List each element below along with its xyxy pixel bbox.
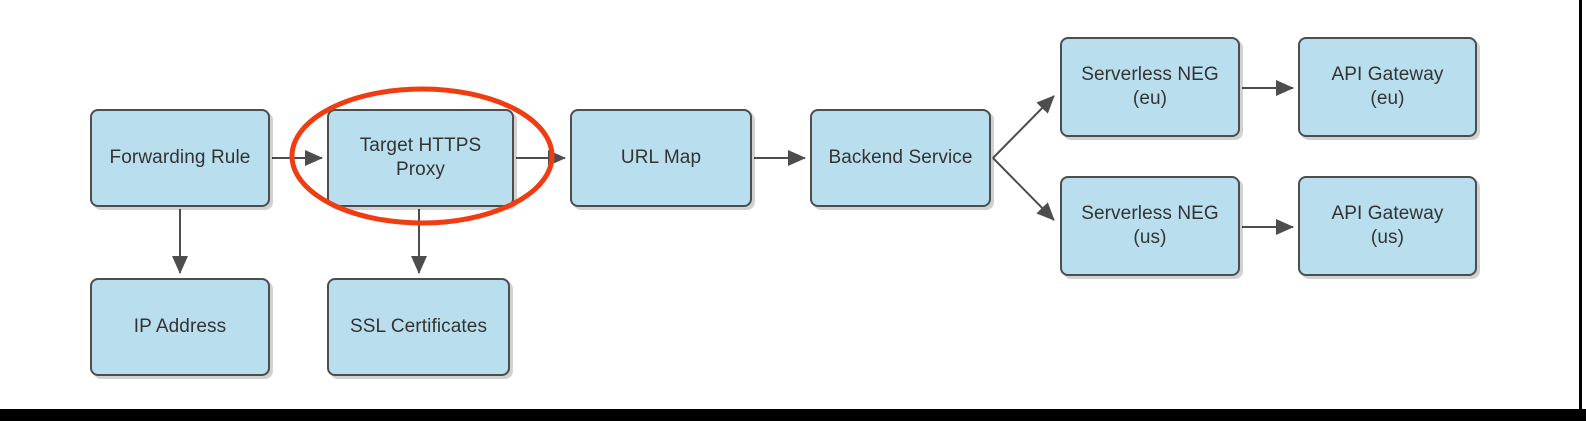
node-serverless-neg-us[interactable]: Serverless NEG (us) xyxy=(1060,176,1240,276)
node-serverless-neg-eu[interactable]: Serverless NEG (eu) xyxy=(1060,37,1240,137)
node-label: IP Address xyxy=(133,316,227,337)
node-url-map[interactable]: URL Map xyxy=(570,109,752,207)
node-label: URL Map xyxy=(620,147,702,168)
node-label: Backend Service xyxy=(828,147,973,168)
node-api-gateway-eu[interactable]: API Gateway (eu) xyxy=(1298,37,1477,137)
node-ip-address[interactable]: IP Address xyxy=(90,278,270,376)
node-label: SSL Certificates xyxy=(349,316,488,337)
frame-right-border xyxy=(1579,0,1582,421)
node-forwarding-rule[interactable]: Forwarding Rule xyxy=(90,109,270,207)
edge-backend-service-to-serverless-neg-eu xyxy=(992,95,1055,159)
node-label: API Gateway (us) xyxy=(1331,203,1444,248)
node-ssl-certificates[interactable]: SSL Certificates xyxy=(327,278,510,376)
node-target-https-proxy[interactable]: Target HTTPS Proxy xyxy=(327,109,514,207)
node-label: Serverless NEG (us) xyxy=(1081,203,1219,248)
node-label: Forwarding Rule xyxy=(109,147,251,168)
node-backend-service[interactable]: Backend Service xyxy=(810,109,991,207)
frame-bottom-border xyxy=(0,409,1586,421)
node-label: API Gateway (eu) xyxy=(1331,64,1444,109)
edge-backend-service-to-serverless-neg-us xyxy=(992,157,1055,221)
node-api-gateway-us[interactable]: API Gateway (us) xyxy=(1298,176,1477,276)
node-label: Serverless NEG (eu) xyxy=(1081,64,1219,109)
node-label: Target HTTPS Proxy xyxy=(359,135,482,180)
